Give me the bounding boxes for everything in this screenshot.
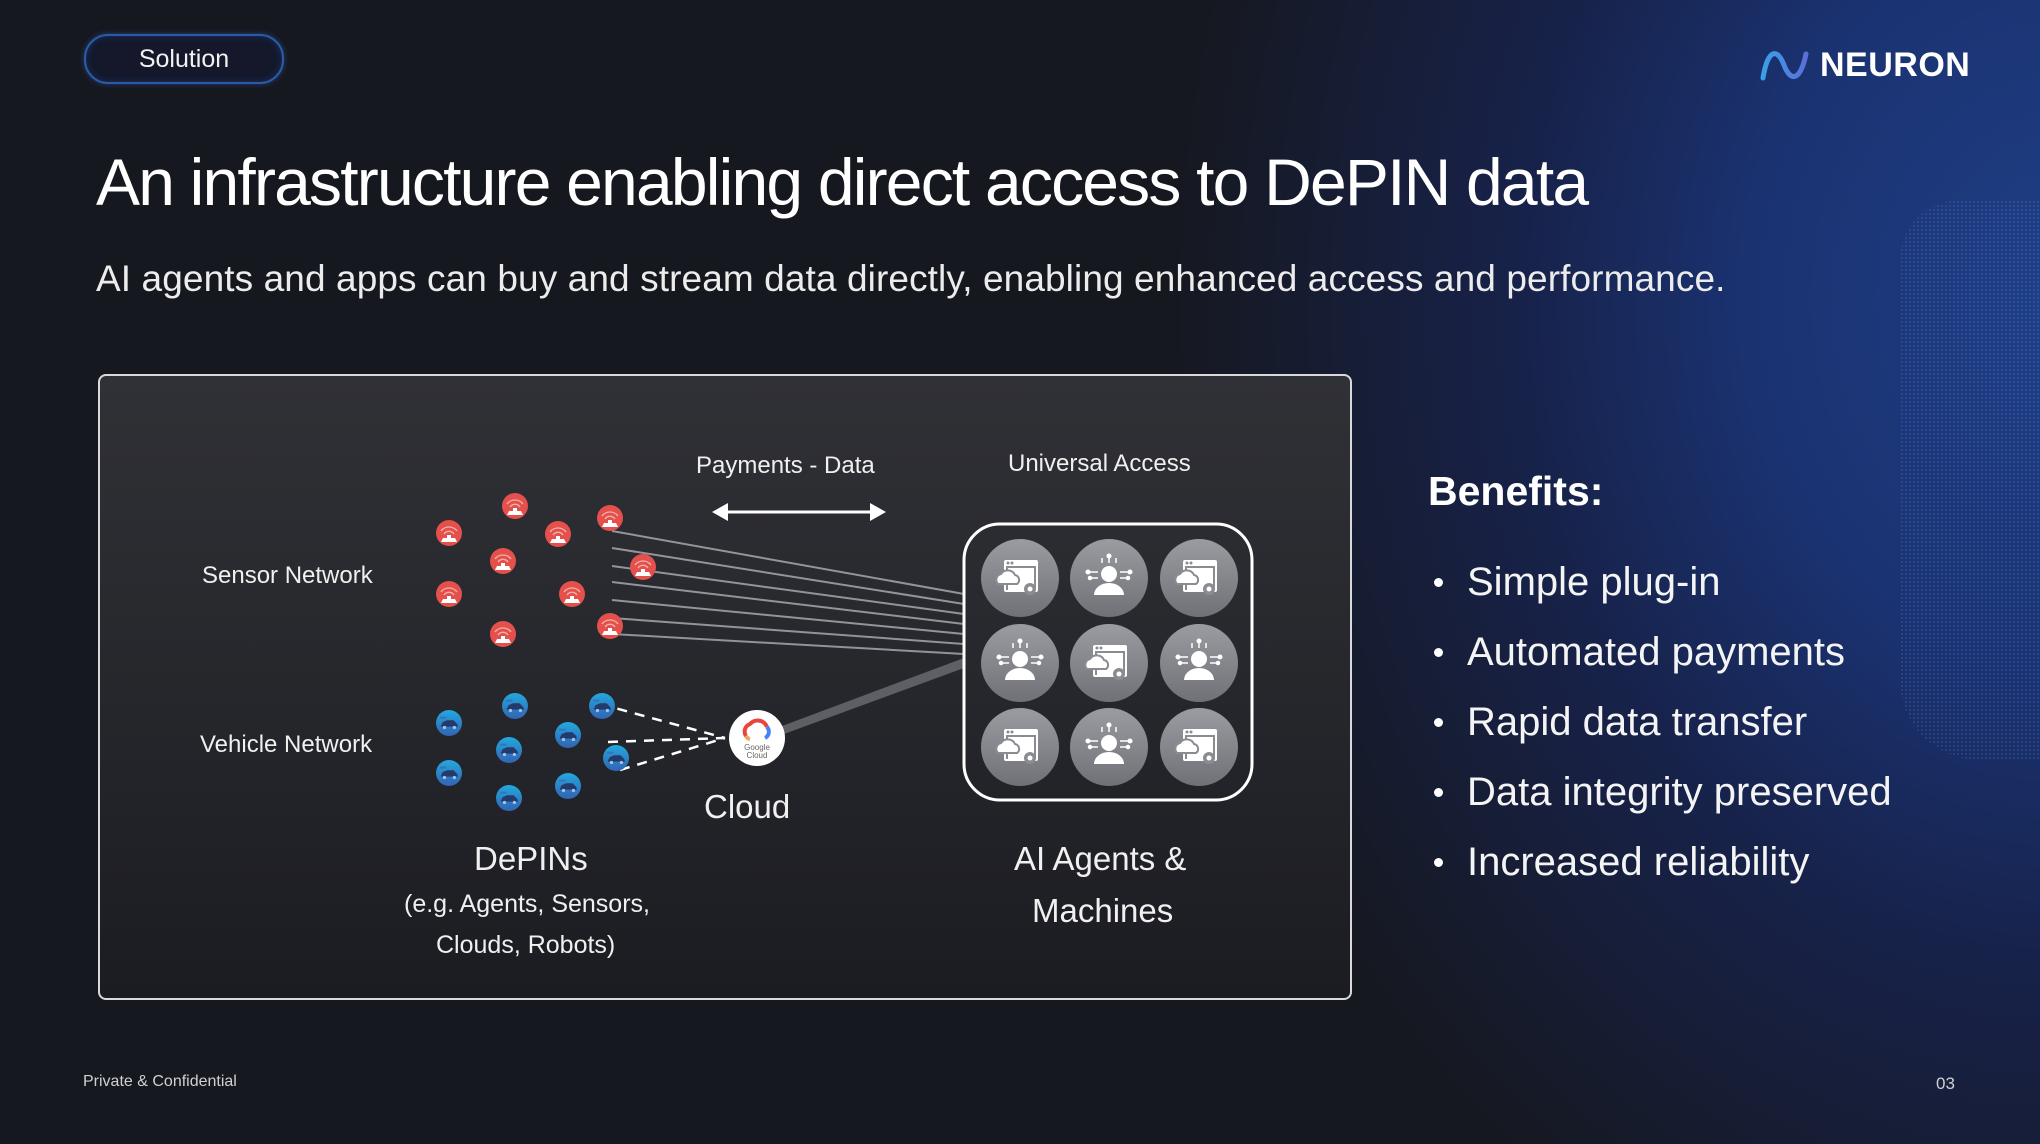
- cloud-app-icon: [1160, 708, 1238, 786]
- benefit-item: Increased reliability: [1428, 827, 1892, 897]
- ai-person-icon: [1070, 539, 1148, 617]
- ai-agents-grid: [981, 539, 1238, 786]
- data-link-line: [611, 633, 965, 655]
- data-link-line: [611, 617, 965, 645]
- payments-data-arrow: [712, 503, 886, 521]
- cloud-app-icon: [981, 708, 1059, 786]
- sensor-node-icon: [502, 493, 528, 519]
- cloud-label: Cloud: [704, 788, 791, 825]
- bullet-icon: [1434, 577, 1443, 587]
- bullet-icon: [1434, 857, 1443, 867]
- section-badge-label: Solution: [138, 44, 230, 73]
- ai-person-icon: [981, 624, 1059, 702]
- depins-label: DePINs: [474, 840, 588, 877]
- data-link-line: [611, 530, 965, 595]
- section-badge: Solution: [84, 34, 284, 84]
- page-subtitle: AI agents and apps can buy and stream da…: [96, 258, 1726, 299]
- sensor-node-icon: [559, 581, 585, 607]
- data-link-line: [611, 581, 965, 625]
- agents-group-frame: [962, 522, 1254, 802]
- benefit-item: Rapid data transfer: [1428, 687, 1892, 757]
- svg-text:Google: Google: [744, 743, 770, 752]
- google-cloud-icon: Google Cloud: [729, 710, 785, 766]
- benefits-heading: Benefits:: [1428, 468, 1604, 514]
- ai-person-icon: [1160, 624, 1238, 702]
- sensor-network-label: Sensor Network: [202, 562, 373, 589]
- vehicle-node-icon: [502, 693, 528, 719]
- benefit-item: Data integrity preserved: [1428, 757, 1892, 827]
- vehicle-cloud-dashed-link: [619, 736, 726, 772]
- diagram-canvas: Google Cloud: [436, 493, 1254, 811]
- cloud-app-icon: [981, 539, 1059, 617]
- cloud-app-icon: [1070, 624, 1148, 702]
- depins-sublabel-line2: Clouds, Robots): [436, 931, 616, 959]
- vehicle-network-label: Vehicle Network: [200, 731, 373, 758]
- depins-sublabel-line1: (e.g. Agents, Sensors,: [404, 890, 650, 918]
- sensor-node-icon: [597, 613, 623, 639]
- vehicle-cloud-dashed-link: [599, 702, 726, 740]
- sensor-node-icon: [630, 554, 656, 580]
- vehicle-node-icon: [436, 760, 462, 786]
- sensor-node-icon: [436, 520, 462, 546]
- vehicle-node-icon: [496, 785, 522, 811]
- payments-data-label: Payments - Data: [696, 452, 875, 479]
- vehicle-node-icon: [555, 773, 581, 799]
- cloud-link-beam: [782, 658, 964, 734]
- vehicle-node-icon: [603, 745, 629, 771]
- svg-text:Cloud: Cloud: [747, 751, 768, 760]
- connection-lines: [599, 530, 965, 772]
- universal-access-label: Universal Access: [1008, 450, 1191, 477]
- sensor-node-icon: [490, 548, 516, 574]
- sensor-node-icon: [490, 621, 516, 647]
- vehicle-node-icon: [589, 693, 615, 719]
- brand-logo: NEURON: [1760, 46, 1970, 85]
- benefit-item: Automated payments: [1428, 617, 1892, 687]
- diagram-panel: Google Cloud Sensor Network Vehicle Netw…: [98, 374, 1352, 1000]
- sensor-node-icon: [436, 581, 462, 607]
- background-dot-pattern: [1900, 200, 2040, 760]
- agents-label-line1: AI Agents &: [1014, 840, 1187, 877]
- wave-icon: [1760, 50, 1809, 80]
- agents-label-line2: Machines: [1032, 892, 1174, 929]
- sensor-network-nodes: [436, 493, 656, 647]
- vehicle-node-icon: [555, 722, 581, 748]
- vehicle-node-icon: [496, 737, 522, 763]
- logo-text: NEURON: [1820, 46, 1971, 84]
- cloud-app-icon: [1160, 539, 1238, 617]
- page-title: An infrastructure enabling direct access…: [96, 145, 1589, 219]
- data-link-line: [611, 565, 965, 615]
- benefits-section: Benefits: Simple plug-in Automated payme…: [1428, 468, 1892, 897]
- benefit-item: Simple plug-in: [1428, 547, 1892, 617]
- page-number: 03: [1936, 1074, 1955, 1093]
- bullet-icon: [1434, 787, 1443, 797]
- benefits-list: Simple plug-in Automated payments Rapid …: [1428, 547, 1892, 897]
- vehicle-node-icon: [436, 710, 462, 736]
- data-link-line: [611, 547, 965, 605]
- vehicle-network-nodes: [436, 693, 629, 811]
- sensor-node-icon: [545, 521, 571, 547]
- sensor-node-icon: [597, 505, 623, 531]
- vehicle-cloud-dashed-link: [607, 736, 726, 744]
- bullet-icon: [1434, 717, 1443, 727]
- confidential-note: Private & Confidential: [83, 1073, 237, 1090]
- bullet-icon: [1434, 647, 1443, 657]
- data-link-line: [611, 599, 965, 635]
- ai-person-icon: [1070, 708, 1148, 786]
